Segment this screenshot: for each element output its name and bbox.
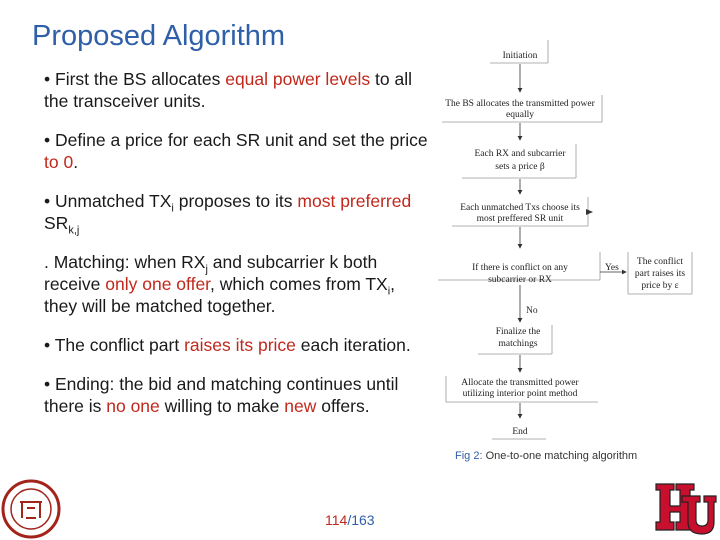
svg-text:End: End (512, 427, 528, 437)
svg-text:Initiation: Initiation (503, 51, 538, 61)
flow-allocate-equal: The BS allocates the transmitted power e… (442, 95, 603, 123)
svg-text:If there is conflict on any: If there is conflict on any (472, 262, 568, 273)
bullet-list: • First the BS allocates equal power lev… (44, 68, 429, 434)
bullet-matching: . Matching: when RXj and subcarrier k bo… (44, 252, 396, 316)
bullet-proposal: • Unmatched TXi proposes to its most pre… (44, 191, 412, 237)
svg-text:The conflict: The conflict (637, 256, 684, 267)
svg-text:sets a price β: sets a price β (495, 162, 545, 172)
svg-text:Finalize the: Finalize the (496, 327, 541, 337)
university-seal-icon (1, 479, 61, 539)
svg-text:matchings: matchings (498, 339, 537, 349)
svg-text:Each unmatched Txs choose its: Each unmatched Txs choose its (460, 203, 580, 213)
svg-text:utilizing interior point metho: utilizing interior point method (463, 389, 578, 399)
svg-text:The BS allocates the transmitt: The BS allocates the transmitted power (445, 99, 595, 109)
flow-end: End (492, 427, 546, 440)
svg-text:Allocate the transmitted power: Allocate the transmitted power (461, 378, 579, 388)
flow-set-price: Each RX and subcarrier sets a price β (462, 144, 577, 179)
flow-finalize: Finalize the matchings (478, 325, 553, 355)
flow-propose: Each unmatched Txs choose its most preff… (452, 197, 593, 227)
figure-caption: Fig 2: One-to-one matching algorithm (455, 450, 638, 462)
flow-no-label: No (526, 306, 538, 316)
page-title: Proposed Algorithm (32, 20, 286, 52)
university-logo-icon (655, 483, 717, 535)
bullet-price: • Define a price for each SR unit and se… (44, 130, 428, 172)
svg-text:equally: equally (506, 110, 534, 120)
svg-text:most preffered SR unit: most preffered SR unit (477, 213, 564, 224)
svg-text:part raises its: part raises its (635, 269, 685, 279)
svg-text:Each RX and subcarrier: Each RX and subcarrier (474, 149, 566, 159)
bullet-equal-power: • First the BS allocates equal power lev… (44, 69, 412, 111)
svg-text:subcarrier or RX: subcarrier or RX (488, 275, 552, 285)
flow-allocate-interior: Allocate the transmitted power utilizing… (445, 376, 598, 403)
flow-conflict-raise: The conflict part raises its price by ε (627, 252, 693, 295)
svg-text:price by ε: price by ε (641, 281, 678, 291)
flow-yes-label: Yes (605, 263, 619, 273)
bullet-conflict: • The conflict part raises its price eac… (44, 335, 411, 355)
bullet-ending: • Ending: the bid and matching continues… (44, 374, 399, 416)
flow-initiation: Initiation (490, 40, 549, 64)
flow-decision: If there is conflict on any subcarrier o… (438, 252, 601, 285)
flowchart-diagram: Initiation The BS allocates the transmit… (438, 40, 693, 440)
page-number: 114/163 (325, 512, 375, 528)
